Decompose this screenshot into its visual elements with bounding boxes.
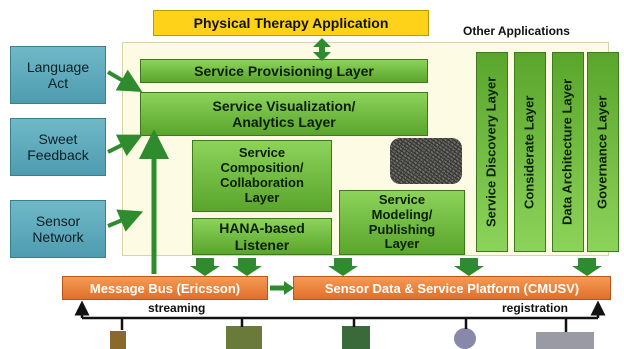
device-image-1	[110, 331, 126, 349]
service-visualization-layer: Service Visualization/ Analytics Layer	[140, 92, 428, 136]
device-image-4	[454, 328, 476, 349]
service-provisioning-layer: Service Provisioning Layer	[140, 59, 428, 83]
registration-label: registration	[502, 301, 569, 315]
physical-therapy-application: Physical Therapy Application	[153, 10, 429, 36]
language-act-arrow	[106, 69, 143, 93]
modeling-down-arrows	[328, 258, 602, 276]
sensor-data-platform: Sensor Data & Service Platform (CMUSV)	[293, 276, 611, 300]
device-image-3	[342, 326, 370, 349]
hana-down-arrows	[190, 258, 262, 276]
message-bus: Message Bus (Ericsson)	[62, 276, 268, 300]
service-composition-layer: Service Composition/ Collaboration Layer	[192, 140, 332, 212]
sensor-network-arrow	[107, 209, 144, 232]
sensor-network-box: Sensor Network	[10, 200, 106, 258]
hana-listener-layer: HANA-based Listener	[192, 218, 332, 255]
streaming-label: streaming	[148, 301, 206, 315]
sweet-feedback-arrow	[107, 134, 143, 157]
bus-to-platform-arrow	[270, 281, 294, 295]
service-modeling-layer: Service Modeling/ Publishing Layer	[339, 190, 465, 255]
other-applications-label: Other Applications	[463, 24, 570, 38]
app-provisioning-arrow	[313, 38, 331, 61]
language-act-box: Language Act	[10, 46, 106, 104]
network-graph-image	[390, 138, 462, 184]
device-image-5	[536, 332, 594, 349]
sweet-feedback-box: Sweet Feedback	[10, 118, 106, 176]
device-image-2	[226, 326, 262, 349]
device-connectors	[74, 300, 606, 332]
